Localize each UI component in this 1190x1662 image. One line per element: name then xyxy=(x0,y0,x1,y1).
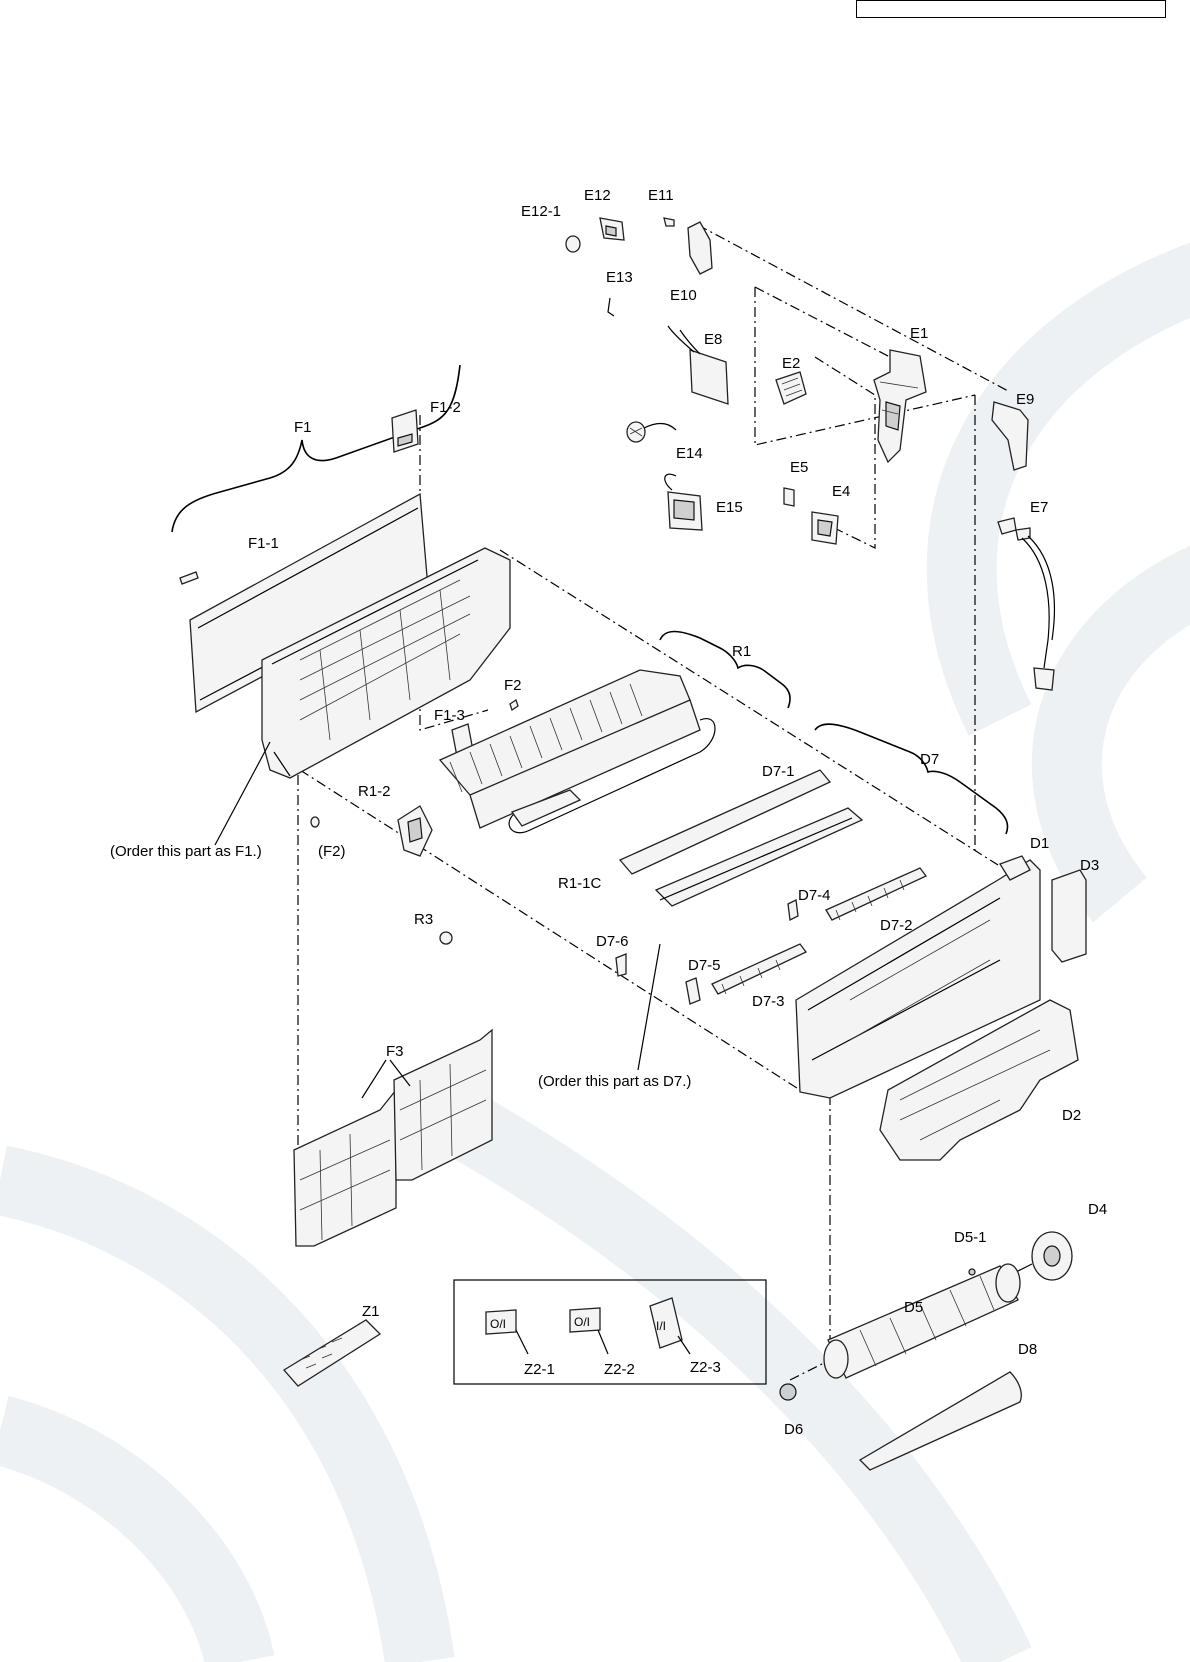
part-d7-5 xyxy=(685,977,701,1005)
part-e11 xyxy=(663,217,675,227)
d7-bracket xyxy=(814,723,1009,835)
label-e4: E4 xyxy=(832,483,850,500)
label-e13: E13 xyxy=(606,269,633,286)
callouts: E12-1 E12 E11 E10 E13 E8 E2 E1 E9 E14 E5… xyxy=(110,187,1107,1438)
label-e8: E8 xyxy=(704,331,722,348)
label-f2-lower: (F2) xyxy=(318,843,346,860)
part-r3 xyxy=(439,931,453,945)
label-d2: D2 xyxy=(1062,1107,1081,1124)
label-d7: D7 xyxy=(920,751,939,768)
part-e1 xyxy=(873,349,927,464)
label-d7-4: D7-4 xyxy=(798,887,831,904)
label-d5: D5 xyxy=(904,1299,923,1316)
part-e7 xyxy=(997,517,1056,691)
part-d2 xyxy=(879,999,1079,1161)
label-z1: Z1 xyxy=(362,1303,380,1320)
label-e12-1: E12-1 xyxy=(521,203,561,220)
part-d1 xyxy=(795,855,1041,1099)
label-d7-3: D7-3 xyxy=(752,993,785,1010)
part-e15 xyxy=(664,473,703,531)
label-d3: D3 xyxy=(1080,857,1099,874)
part-d7-2 xyxy=(825,867,927,921)
part-e13 xyxy=(607,297,615,317)
manuals-box xyxy=(453,1279,767,1385)
part-d5-1 xyxy=(968,1268,976,1276)
label-f1-3: F1-3 xyxy=(434,707,465,724)
part-d7-6 xyxy=(615,953,627,977)
part-e9 xyxy=(991,401,1029,471)
label-d7-6: D7-6 xyxy=(596,933,629,950)
label-f1-1: F1-1 xyxy=(248,535,279,552)
label-z2-3: Z2-3 xyxy=(690,1359,721,1376)
part-z1 xyxy=(283,1319,382,1387)
part-front-grille xyxy=(261,547,511,779)
label-e15: E15 xyxy=(716,499,743,516)
part-e10 xyxy=(687,221,713,275)
label-e5: E5 xyxy=(790,459,808,476)
header-box xyxy=(856,0,1166,18)
label-e14: E14 xyxy=(676,445,703,462)
r1-bracket xyxy=(659,630,791,709)
label-d7-5: D7-5 xyxy=(688,957,721,974)
label-r1-2: R1-2 xyxy=(358,783,391,800)
label-e2: E2 xyxy=(782,355,800,372)
part-e2 xyxy=(775,371,807,405)
f1-bracket xyxy=(171,364,461,533)
watermark xyxy=(0,242,1190,1662)
part-d5 xyxy=(823,1263,1021,1379)
manual-mark-z2-3: I/I xyxy=(656,1319,666,1333)
manual-mark-z2-1: O/I xyxy=(490,1317,506,1331)
label-d6: D6 xyxy=(784,1421,803,1438)
part-d7-1 xyxy=(618,769,832,875)
label-r1: R1 xyxy=(732,643,751,660)
part-r1-1c xyxy=(510,789,582,827)
label-f2: F2 xyxy=(504,677,522,694)
label-f1-2: F1-2 xyxy=(430,399,461,416)
note-order-d7: (Order this part as D7.) xyxy=(538,1073,691,1090)
part-d7-frame xyxy=(654,807,864,907)
part-f1-2 xyxy=(391,409,419,453)
label-e7: E7 xyxy=(1030,499,1048,516)
label-d1: D1 xyxy=(1030,835,1049,852)
part-r1-2 xyxy=(397,805,433,857)
part-d8 xyxy=(858,1371,1022,1471)
label-d7-2: D7-2 xyxy=(880,917,913,934)
label-z2-2: Z2-2 xyxy=(604,1361,635,1378)
label-d4: D4 xyxy=(1088,1201,1107,1218)
part-e12-1 xyxy=(565,235,581,253)
part-f2-lower xyxy=(310,816,320,828)
part-d4 xyxy=(1011,1231,1073,1281)
manual-mark-z2-2: O/I xyxy=(574,1315,590,1329)
label-z2-1: Z2-1 xyxy=(524,1361,555,1378)
part-e5 xyxy=(783,487,795,507)
part-e8 xyxy=(667,325,729,405)
label-d8: D8 xyxy=(1018,1341,1037,1358)
label-e11: E11 xyxy=(648,187,674,204)
part-d7-4 xyxy=(787,899,799,921)
f1-leader xyxy=(214,741,271,846)
label-r1-1c: R1-1C xyxy=(558,875,602,892)
part-d6 xyxy=(779,1383,797,1401)
label-f1: F1 xyxy=(294,419,312,436)
part-d7-3 xyxy=(711,943,807,995)
note-order-f1: (Order this part as F1.) xyxy=(110,843,262,860)
part-e12 xyxy=(599,217,625,241)
d7-leader xyxy=(637,943,661,1071)
part-f2 xyxy=(509,698,519,712)
part-f3 xyxy=(293,1028,493,1247)
part-e14 xyxy=(626,421,677,443)
label-r3: R3 xyxy=(414,911,433,928)
part-r1-coil xyxy=(438,669,716,834)
label-d7-1: D7-1 xyxy=(762,763,795,780)
label-e1: E1 xyxy=(910,325,928,342)
label-e12: E12 xyxy=(584,187,611,204)
part-e4 xyxy=(811,511,839,545)
label-d5-1: D5-1 xyxy=(954,1229,987,1246)
label-e10: E10 xyxy=(670,287,697,304)
label-f3: F3 xyxy=(386,1043,404,1060)
label-e9: E9 xyxy=(1016,391,1034,408)
part-d3 xyxy=(1051,869,1087,963)
